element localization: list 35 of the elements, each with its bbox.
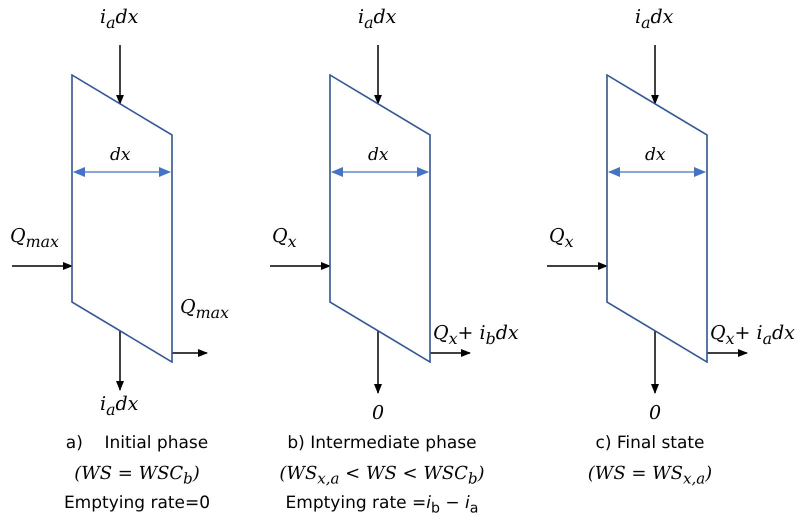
dimension-label: dx [645,145,666,165]
arrow [12,262,73,270]
rate-note: Emptying rate =i$_{b}$ − i$_{a}$ [286,493,478,516]
dimension-label: dx [110,145,130,165]
flow-label: 0 [649,402,662,424]
panel-caption: c) Final state [595,433,705,453]
flow-label: Q$_{max}$ [180,296,229,322]
flow-label: Q$_{max}$ [10,225,59,251]
dimension-label: dx [368,145,388,165]
flow-label: Q$_{x}$+ i$_{a}$dx [710,322,795,348]
flow-label: i$_{a}$dx [358,6,396,32]
arrow [651,330,659,394]
flow-label: Q$_{x}$ [549,225,574,251]
arrow [270,262,331,270]
condition-formula: (WS = WS$_{x,a}$) [588,463,712,488]
flow-label: 0 [372,402,384,424]
arrow [430,349,471,357]
arrow [547,262,608,270]
condition-formula: (WS = WSC$_{b}$) [74,463,200,488]
condition-formula: (WS$_{x,a}$ < WS < WSC$_{b}$) [279,463,485,488]
arrow [707,349,748,357]
flow-label: i$_{a}$dx [635,6,674,32]
arrow [172,349,208,357]
arrow [374,330,382,394]
panel-caption: a) Initial phase [66,433,208,453]
flow-label: i$_{a}$dx [100,393,138,419]
arrow [374,45,382,105]
flow-label: i$_{a}$dx [100,6,138,32]
rate-note: Emptying rate=0 [64,493,210,513]
panel-caption: b) Intermediate phase [287,433,477,453]
flow-label: Q$_{x}$+ i$_{b}$dx [433,322,519,348]
flow-label: Q$_{x}$ [272,225,297,251]
arrow [116,45,124,105]
arrow [116,330,124,391]
arrow [651,45,659,105]
